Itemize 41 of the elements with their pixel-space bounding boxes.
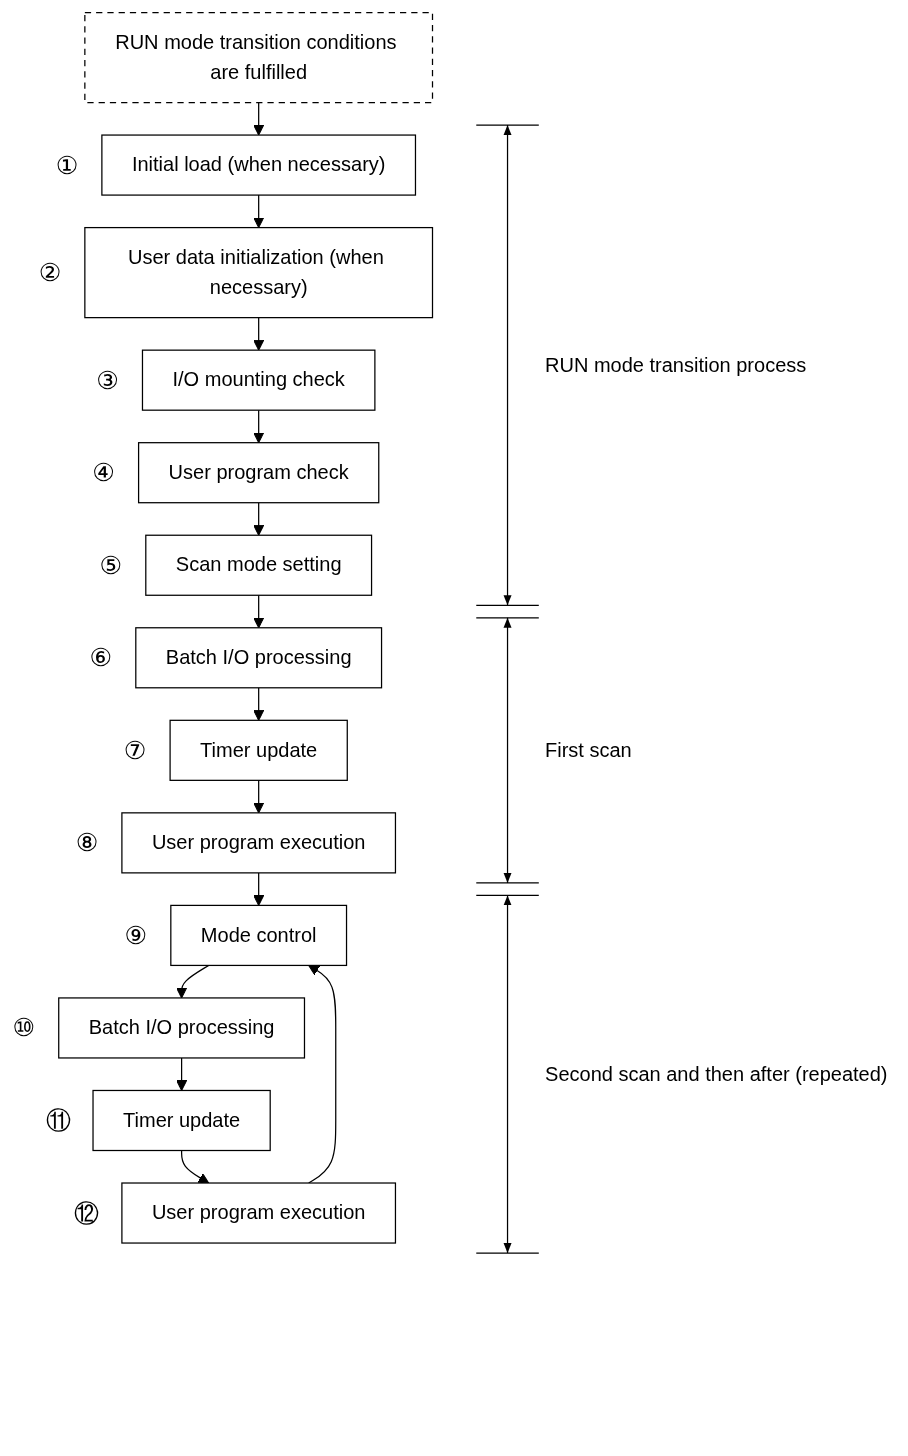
arrow [308,964,337,1184]
step-number: ⑨ [124,920,147,950]
process-box: User data initialization (when necessary) [84,226,434,319]
arrow [253,872,265,906]
arrow [181,1149,210,1184]
step-number: ⑧ [75,828,99,858]
arrow [176,964,210,999]
process-box: Mode control [170,904,348,967]
arrow [253,317,265,351]
step-number: ⑩ [12,1013,35,1043]
process-box: User program execution [121,1182,397,1244]
process-box: I/O mounting check [141,349,376,411]
step-number: ⑫ [74,1198,100,1228]
step-number: ⑥ [89,643,112,673]
arrow [253,594,265,629]
process-box: Timer update [92,1089,271,1152]
arrow [253,502,265,536]
arrow [176,1057,188,1091]
step-number: ② [38,258,62,288]
step-number: ⑪ [45,1106,71,1135]
arrow [253,687,265,721]
step-number: ⑤ [99,550,122,580]
process-box: Batch I/O processing [135,627,383,689]
process-box: Scan mode setting [145,534,373,596]
arrow [253,779,265,814]
arrow [253,101,265,136]
process-box: Batch I/O processing [58,997,306,1059]
process-box: User program execution [121,812,397,874]
process-box: User program check [137,442,380,504]
arrow [253,409,265,444]
bracket-label: RUN mode transition process [545,354,807,377]
bracket-label: Second scan and then after (repeated) [545,1063,888,1086]
step-number: ③ [96,365,119,395]
step-number: ⑦ [123,735,147,765]
step-number: ① [55,150,79,180]
arrow [253,194,265,229]
step-number: ④ [92,458,115,488]
process-box: RUN mode transition conditions are fulfilled [84,11,434,104]
process-box: Timer update [169,719,348,781]
bracket-label: First scan [545,739,632,762]
process-box: Initial load (when necessary) [101,134,417,196]
